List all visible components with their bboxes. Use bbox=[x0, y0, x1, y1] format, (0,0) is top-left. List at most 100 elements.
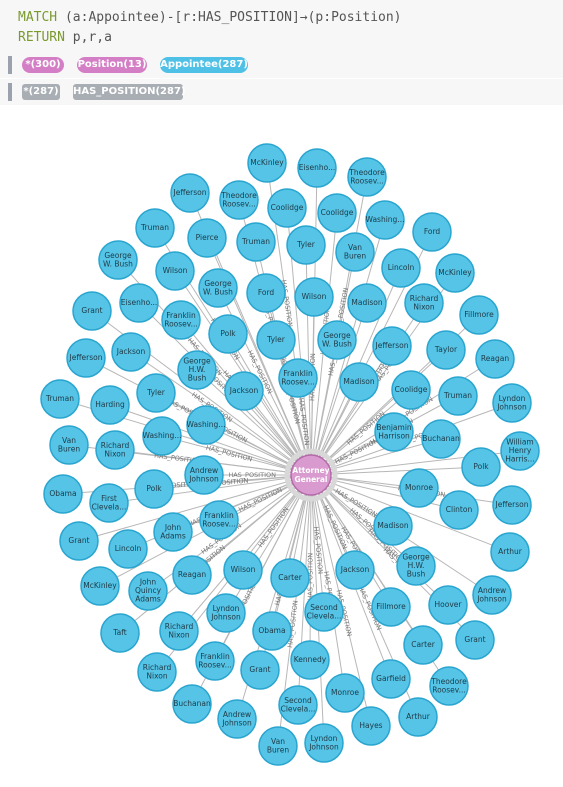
appointee-node[interactable]: Coolidge bbox=[391, 370, 431, 410]
appointee-node[interactable]: FranklinRoosev... bbox=[199, 500, 239, 540]
appointee-node[interactable]: Ford bbox=[412, 212, 452, 252]
appointee-node[interactable]: Jefferson bbox=[170, 173, 210, 213]
appointee-node[interactable]: Wilson bbox=[294, 277, 334, 317]
appointee-node[interactable]: Arthur bbox=[490, 532, 530, 572]
rel-type-has-position[interactable]: HAS_POSITION(287) bbox=[73, 84, 186, 100]
appointee-node[interactable]: Reagan bbox=[475, 339, 515, 379]
appointee-node[interactable]: Polk bbox=[134, 469, 174, 509]
has-position-edge[interactable] bbox=[155, 392, 312, 476]
appointee-node[interactable]: Polk bbox=[208, 314, 248, 354]
rel-type-all[interactable]: *(287) bbox=[22, 84, 60, 100]
appointee-node[interactable]: FirstClevela... bbox=[89, 483, 129, 523]
has-position-edge[interactable] bbox=[78, 474, 312, 542]
appointee-node[interactable]: Jackson bbox=[335, 550, 375, 590]
has-position-edge[interactable] bbox=[310, 466, 482, 476]
appointee-node[interactable]: Tyler bbox=[136, 373, 176, 413]
appointee-node[interactable]: McKinley bbox=[247, 143, 287, 183]
appointee-node[interactable]: Grant bbox=[59, 521, 99, 561]
appointee-node[interactable]: TheodoreRoosev... bbox=[219, 180, 259, 220]
appointee-node[interactable]: McKinley bbox=[80, 566, 120, 606]
appointee-node[interactable]: Polk bbox=[461, 447, 501, 487]
appointee-node[interactable]: Tyler bbox=[256, 320, 296, 360]
appointee-node[interactable]: Jefferson bbox=[66, 338, 106, 378]
appointee-node[interactable]: FranklinRoosev... bbox=[161, 300, 201, 340]
appointee-node[interactable]: Grant bbox=[72, 291, 112, 331]
appointee-node[interactable]: Eisenho... bbox=[119, 283, 159, 323]
appointee-node[interactable]: Truman bbox=[135, 208, 175, 248]
appointee-node[interactable]: Taft bbox=[100, 613, 140, 653]
appointee-node[interactable]: Wilson bbox=[155, 251, 195, 291]
appointee-node[interactable]: Kennedy bbox=[290, 640, 330, 680]
node-label-appointee[interactable]: Appointee(287) bbox=[160, 57, 248, 73]
appointee-node[interactable]: Hoover bbox=[428, 585, 468, 625]
has-position-edge[interactable] bbox=[310, 302, 368, 476]
appointee-node[interactable]: SecondClevela... bbox=[278, 685, 318, 725]
appointee-node[interactable]: Wilson bbox=[223, 550, 263, 590]
appointee-node[interactable]: Madison bbox=[373, 506, 413, 546]
appointee-node[interactable]: Clinton bbox=[439, 490, 479, 530]
appointee-node[interactable]: Jackson bbox=[111, 332, 151, 372]
appointee-node[interactable]: Tyler bbox=[286, 225, 326, 265]
appointee-node[interactable]: Obama bbox=[43, 474, 83, 514]
appointee-node[interactable]: Eisenho... bbox=[297, 148, 337, 188]
appointee-node[interactable]: Lincoln bbox=[108, 529, 148, 569]
appointee-node[interactable]: Carter bbox=[270, 558, 310, 598]
has-position-edge[interactable] bbox=[309, 474, 312, 661]
appointee-node[interactable]: WilliamHenryHarris... bbox=[500, 431, 540, 471]
node-label-all[interactable]: *(300) bbox=[22, 57, 64, 73]
appointee-node[interactable]: Monroe bbox=[399, 468, 439, 508]
appointee-node[interactable]: Taylor bbox=[426, 330, 466, 370]
appointee-node[interactable]: TheodoreRoosev... bbox=[429, 666, 469, 706]
appointee-node[interactable]: Hayes bbox=[351, 706, 391, 746]
appointee-node[interactable]: Jefferson bbox=[492, 485, 532, 525]
appointee-node[interactable]: FranklinRoosev... bbox=[278, 358, 318, 398]
has-position-edge[interactable] bbox=[310, 474, 511, 553]
cypher-query[interactable]: MATCH (a:Appointee)-[r:HAS_POSITION]→(p:… bbox=[0, 0, 563, 52]
appointee-node[interactable]: Madison bbox=[339, 362, 379, 402]
appointee-node[interactable]: FranklinRoosev... bbox=[195, 641, 235, 681]
appointee-node[interactable]: Grant bbox=[455, 620, 495, 660]
appointee-node[interactable]: Madison bbox=[347, 283, 387, 323]
appointee-node[interactable]: SecondClevela... bbox=[304, 592, 344, 632]
appointee-node[interactable]: Reagan bbox=[172, 555, 212, 595]
appointee-node[interactable]: Fillmore bbox=[459, 295, 499, 335]
appointee-node[interactable]: McKinley bbox=[435, 253, 475, 293]
appointee-node[interactable]: Obama bbox=[252, 611, 292, 651]
appointee-node[interactable]: Arthur bbox=[398, 697, 438, 737]
appointee-node[interactable]: Garfield bbox=[371, 659, 411, 699]
appointee-node[interactable]: Pierce bbox=[187, 218, 227, 258]
node-label-position[interactable]: Position(13) bbox=[77, 57, 147, 73]
appointee-node[interactable]: Coolidge bbox=[317, 193, 357, 233]
appointee-node[interactable]: Truman bbox=[40, 379, 80, 419]
appointee-node[interactable]: Truman bbox=[236, 222, 276, 262]
appointee-node[interactable]: Fillmore bbox=[371, 587, 411, 627]
appointee-node[interactable]: Jackson bbox=[224, 371, 264, 411]
appointee-node[interactable]: Washing... bbox=[365, 200, 405, 240]
appointee-node[interactable]: Harding bbox=[90, 385, 130, 425]
appointee-node[interactable]: Truman bbox=[438, 376, 478, 416]
appointee-node[interactable]: Washing... bbox=[186, 405, 226, 445]
appointee-node[interactable]: Jefferson bbox=[372, 326, 412, 366]
has-position-edge[interactable] bbox=[225, 474, 312, 614]
has-position-edge[interactable] bbox=[310, 349, 447, 476]
